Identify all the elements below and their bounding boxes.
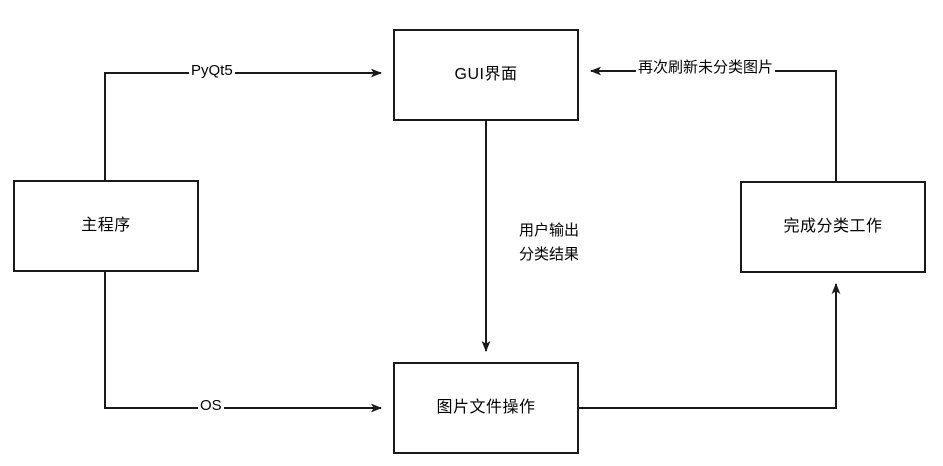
- connector-main-to-fileops: [104, 272, 382, 413]
- node-image-file-operations[interactable]: 图片文件操作: [393, 362, 579, 454]
- node-finish-classification[interactable]: 完成分类工作: [740, 181, 926, 273]
- edge-label-refresh-unclassified-images: 再次刷新未分类图片: [636, 56, 776, 80]
- edge-label-pyqt5: PyQt5: [189, 59, 235, 83]
- connector-main-to-gui: [104, 68, 382, 180]
- node-gui-interface[interactable]: GUI界面: [393, 29, 579, 121]
- connector-fileops-to-finish: [579, 283, 841, 409]
- connector-finish-to-gui: [590, 66, 837, 181]
- edge-label-os: OS: [198, 394, 224, 418]
- edge-label-user-output-classification-result: 用户输出 分类结果: [517, 219, 582, 267]
- node-main-program-label: 主程序: [81, 217, 131, 235]
- node-main-program[interactable]: 主程序: [13, 180, 199, 272]
- node-finish-classification-label: 完成分类工作: [783, 218, 883, 236]
- node-gui-interface-label: GUI界面: [454, 66, 518, 84]
- node-image-file-operations-label: 图片文件操作: [436, 399, 536, 417]
